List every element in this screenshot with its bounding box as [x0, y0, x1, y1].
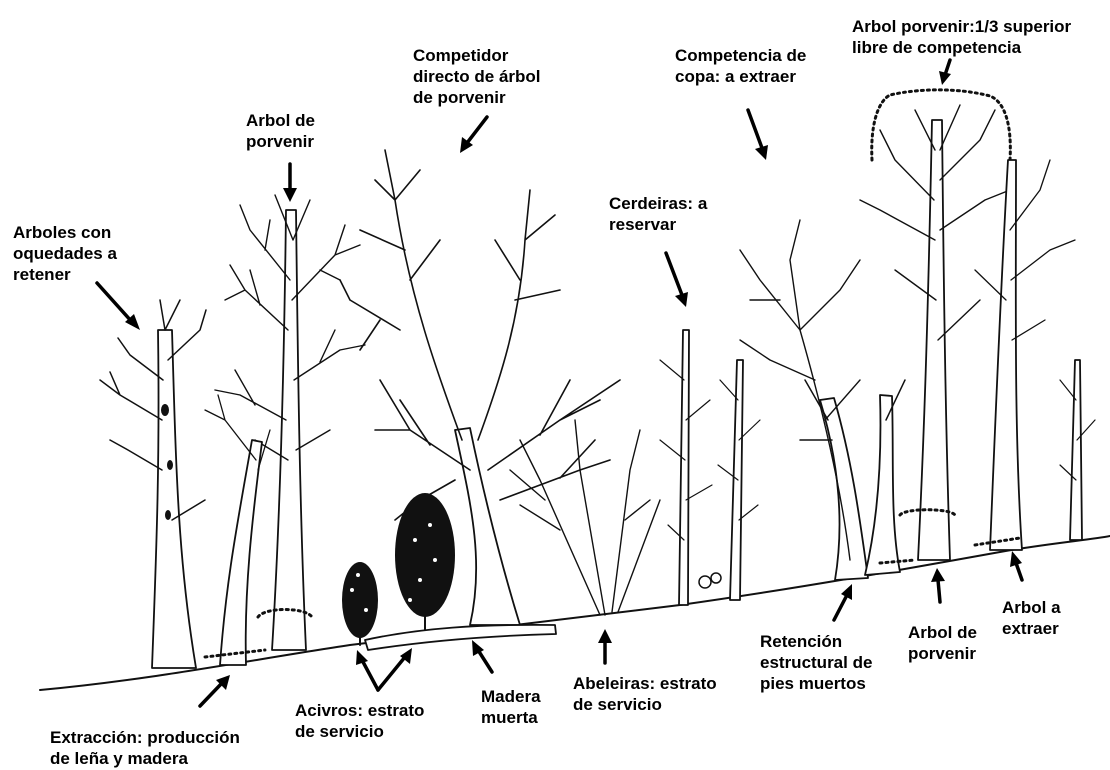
arrow-hazel	[598, 629, 612, 663]
hazel-shrubs	[510, 420, 660, 615]
arrow-dead-wood	[472, 640, 492, 672]
cut-marks	[205, 510, 1020, 657]
label-future-tree-top: Arbol de porvenir	[246, 110, 315, 152]
label-holly: Acivros: estrato de servicio	[295, 700, 424, 742]
label-hazel: Abeleiras: estrato de servicio	[573, 673, 717, 715]
leaning-tree-extraction	[205, 395, 270, 665]
arrow-holly	[356, 648, 412, 690]
label-extraction: Extracción: producción de leña y madera	[50, 727, 240, 769]
arrow-cherry	[666, 253, 688, 307]
arrow-free-crown	[939, 60, 951, 85]
crown-competition-tree	[740, 220, 860, 560]
tree-with-cavities	[100, 300, 206, 668]
arrow-tree-extract	[1010, 551, 1022, 580]
arrow-future-tree-bottom	[931, 568, 945, 602]
arrow-cavities	[97, 283, 140, 330]
arrow-crown-competition	[748, 110, 768, 160]
label-structural-retention: Retención estructural de pies muertos	[760, 631, 872, 694]
label-tree-to-extract: Arbol a extraer	[1002, 597, 1061, 639]
label-cherry-trees: Cerdeiras: a reservar	[609, 193, 707, 235]
arrow-extraction	[200, 675, 230, 706]
label-future-tree-bottom: Arbol de porvenir	[908, 622, 977, 664]
competitor-tree	[340, 150, 620, 625]
arrow-dead-standing	[834, 584, 852, 620]
slender-tree-far-right	[1060, 360, 1095, 540]
holly-trees	[342, 493, 455, 645]
label-direct-competitor: Competidor directo de árbol de porvenir	[413, 45, 541, 108]
arrow-competitor	[460, 117, 487, 153]
tree-to-extract	[975, 160, 1075, 550]
cherry-trees	[660, 330, 760, 605]
arrow-future-tree-top	[283, 164, 297, 202]
label-future-tree-free-crown: Arbol porvenir:1/3 superior libre de com…	[852, 16, 1071, 58]
label-dead-wood: Madera muerta	[481, 686, 541, 728]
dead-standing-trees	[800, 380, 905, 580]
label-trees-with-cavities: Arboles con oquedades a retener	[13, 222, 117, 285]
label-crown-competition: Competencia de copa: a extraer	[675, 45, 806, 87]
dead-wood-log	[365, 625, 556, 650]
